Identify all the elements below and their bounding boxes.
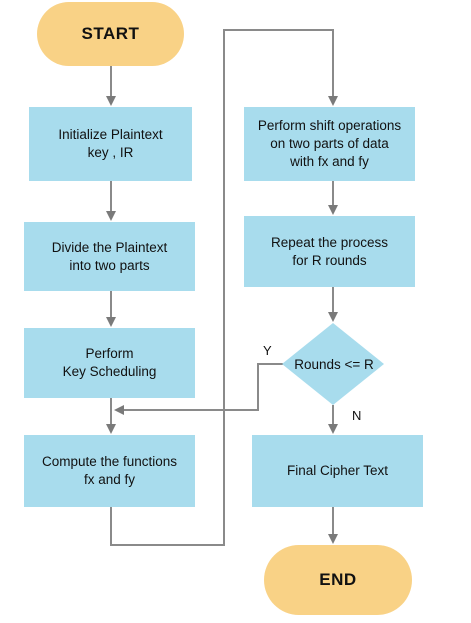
end-terminal: END — [264, 545, 412, 615]
decision-label: Rounds <= R — [294, 356, 374, 372]
initialize-step: Initialize Plaintext key , IR — [29, 107, 192, 181]
divide-label: Divide the Plaintext into two parts — [51, 239, 168, 273]
compute-functions-step: Compute the functions fx and fy — [24, 435, 195, 507]
shift-operations-label: Perform shift operations on two parts of… — [257, 118, 402, 169]
key-scheduling-label: Perform Key Scheduling — [62, 346, 157, 379]
repeat-process-step: Repeat the process for R rounds — [244, 216, 415, 287]
arrow-compute-to-shift — [110, 29, 338, 546]
key-scheduling-step: Perform Key Scheduling — [24, 328, 195, 398]
shift-operations-step: Perform shift operations on two parts of… — [244, 107, 415, 181]
final-cipher-label: Final Cipher Text — [286, 463, 389, 478]
no-branch-label: N — [352, 408, 362, 423]
start-label: START — [81, 24, 140, 43]
start-terminal: START — [37, 2, 184, 66]
end-label: END — [319, 570, 357, 589]
initialize-label: Initialize Plaintext key , IR — [58, 127, 163, 160]
yes-branch-label: Y — [263, 343, 272, 358]
decision-diamond — [282, 323, 384, 405]
arrow-decision-yes-loop — [114, 363, 283, 415]
final-cipher-step: Final Cipher Text — [252, 435, 423, 507]
repeat-process-label: Repeat the process for R rounds — [270, 234, 389, 268]
divide-step: Divide the Plaintext into two parts — [24, 222, 195, 291]
compute-functions-label: Compute the functions fx and fy — [41, 454, 178, 487]
